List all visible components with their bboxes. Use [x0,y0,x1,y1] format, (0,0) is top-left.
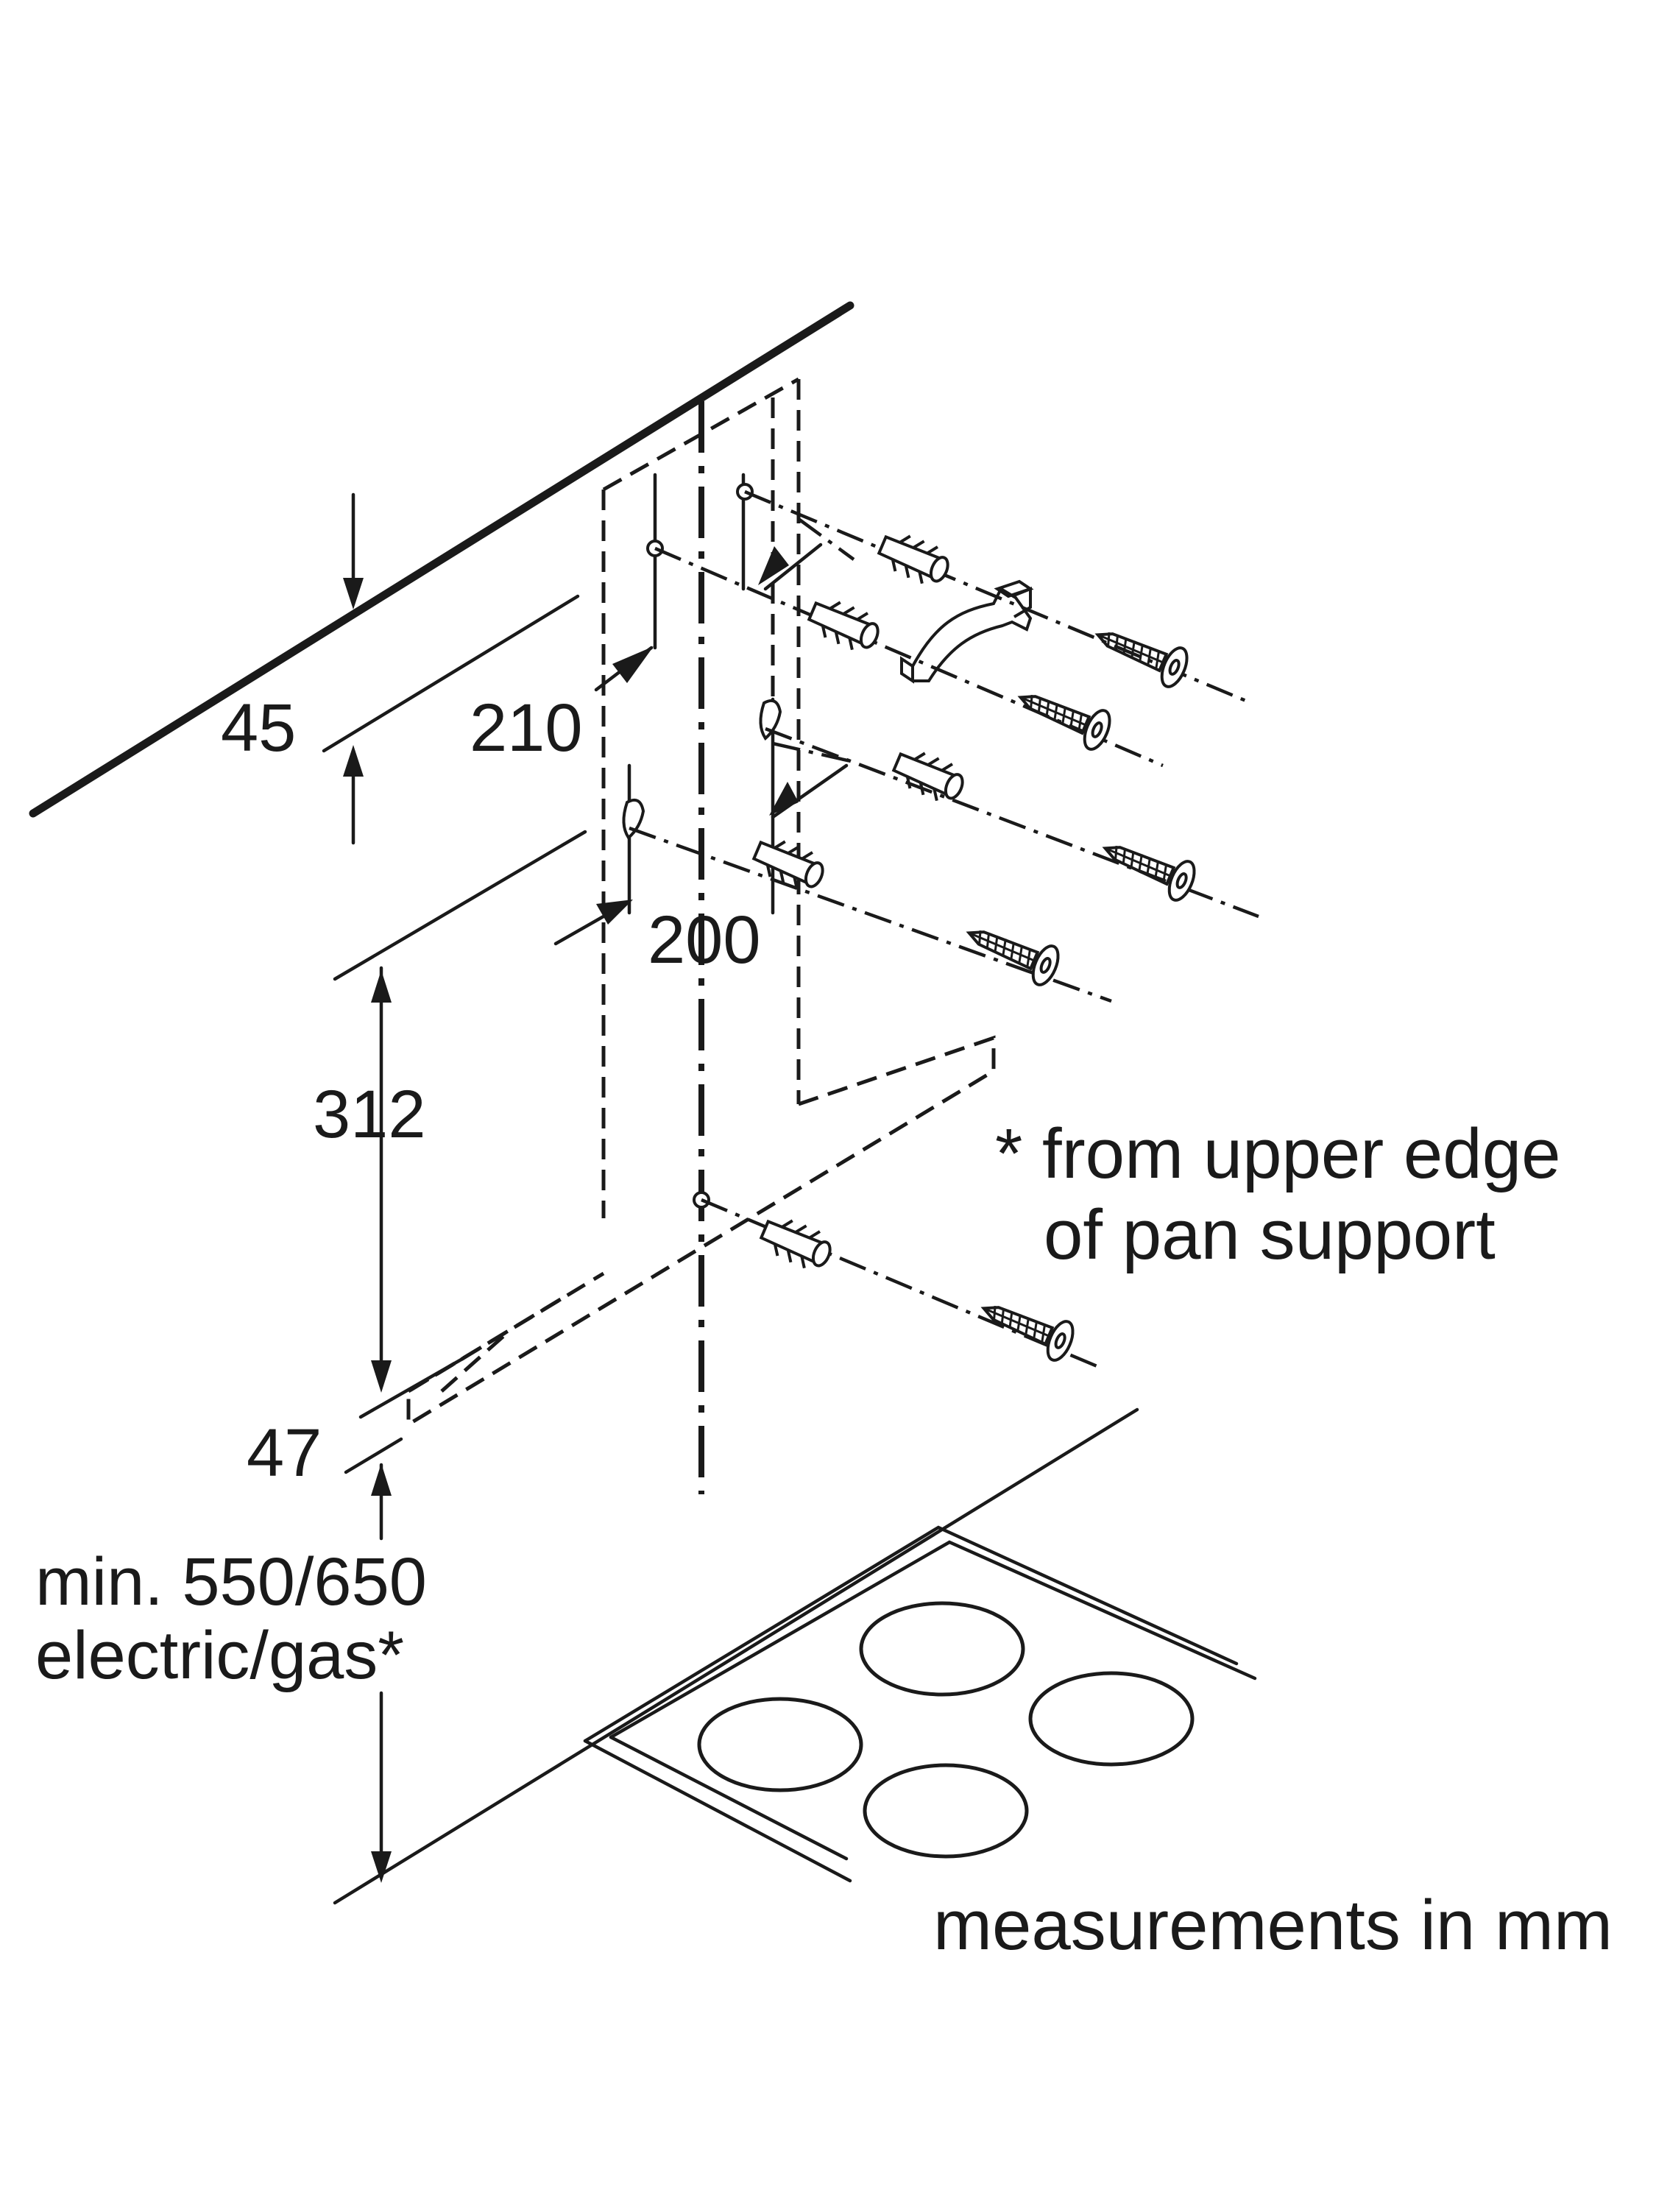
keyhole-slots [622,699,782,841]
hob-burner-right [1028,1671,1195,1767]
dimension-min-height: min. 550/650 electric/gas* [35,1463,427,1883]
screw-2 [1017,695,1111,751]
screws [966,632,1196,1362]
dimension-47-label: 47 [247,1416,322,1491]
ceiling-line [29,301,854,818]
units-note: measurements in mm [933,1886,1613,1965]
screw-1 [1094,632,1189,688]
dimension-47: 47 [247,1356,466,1491]
wall-plug-3 [891,752,964,802]
dimension-min-label-2: electric/gas* [35,1618,404,1693]
screw-3 [1102,846,1196,902]
mounting-bracket [900,579,1034,684]
wall-plug-2 [807,601,880,651]
dimension-45-label: 45 [221,690,296,766]
footnote-line-2: of pan support [1044,1195,1496,1274]
wall-plug-4 [751,840,824,890]
hob [333,1407,1257,1905]
footnote-line-1: * from upper edge [995,1114,1560,1193]
screw-4 [966,930,1060,986]
dimension-210-label: 210 [470,690,583,766]
dimension-min-label-1: min. 550/650 [35,1544,427,1619]
dimension-45: 45 [221,492,580,845]
dimension-210: 210 [470,543,823,766]
screw-5 [980,1306,1075,1362]
hob-burner-top [859,1601,1025,1697]
wall-plug-1 [877,534,949,584]
dimension-312-label: 312 [313,1077,426,1152]
hob-burner-left [697,1697,863,1792]
wall-plugs [751,534,964,1269]
wall-plug-5 [759,1219,832,1269]
hob-burner-bottom [863,1763,1029,1859]
dimension-200: 200 [553,763,849,978]
dimension-312: 312 [313,830,587,1393]
dimension-200-label: 200 [648,902,761,978]
